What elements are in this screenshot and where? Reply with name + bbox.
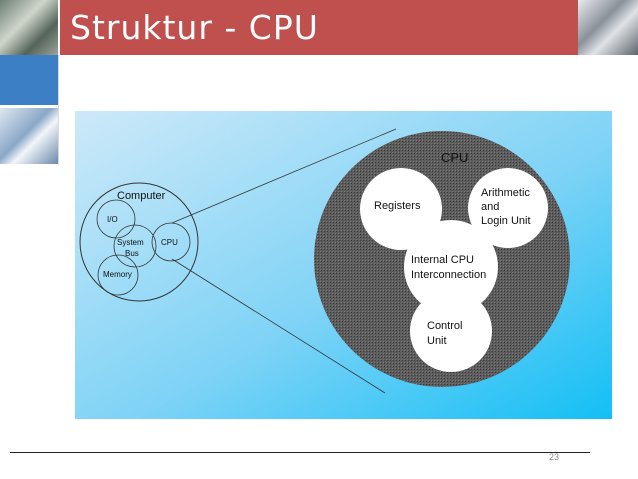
registers-label: Registers <box>374 200 421 212</box>
computer-circle <box>79 182 199 302</box>
system-bus-label-line1: System <box>117 238 144 247</box>
memory-label: Memory <box>103 270 132 279</box>
control-unit-label-line1: Control <box>427 320 462 332</box>
hardware-photo-top <box>0 0 58 55</box>
control-unit-label-line2: Unit <box>427 335 447 347</box>
blue-accent-block <box>0 55 58 105</box>
slide-title: Struktur - CPU <box>70 8 319 47</box>
alu-circle <box>468 168 548 248</box>
computer-devices-photo <box>0 108 58 164</box>
system-bus-label-line2: Bus <box>125 249 139 258</box>
left-image-strip <box>0 0 60 479</box>
memory-circle <box>97 254 139 296</box>
hard-drive-photo <box>578 0 638 55</box>
alu-label-line3: Login Unit <box>481 215 531 227</box>
cpu-small-label: CPU <box>161 238 178 247</box>
page-number: 23 <box>549 452 560 462</box>
cpu-structure-diagram: Computer I/O System Bus CPU Memory CPU I… <box>75 111 612 419</box>
io-label: I/O <box>107 215 118 224</box>
registers-circle <box>360 168 442 250</box>
alu-label-line1: Arithmetic <box>481 187 530 199</box>
interconnect-label-line2: Interconnection <box>411 269 486 281</box>
cpu-large-label: CPU <box>441 150 468 165</box>
control-unit-circle <box>410 290 492 372</box>
zoom-line-bottom <box>171 258 386 394</box>
divider-line <box>58 55 59 165</box>
interconnect-circle <box>404 220 498 314</box>
system-bus-circle <box>113 224 157 268</box>
title-bar: Struktur - CPU <box>60 0 578 55</box>
footer-rule <box>10 452 590 453</box>
cpu-small-circle <box>151 222 191 262</box>
io-circle <box>96 199 136 239</box>
zoom-line-top <box>171 128 397 224</box>
alu-label-line2: and <box>481 201 499 213</box>
interconnect-label-line1: Internal CPU <box>411 254 474 266</box>
computer-label: Computer <box>117 190 166 202</box>
